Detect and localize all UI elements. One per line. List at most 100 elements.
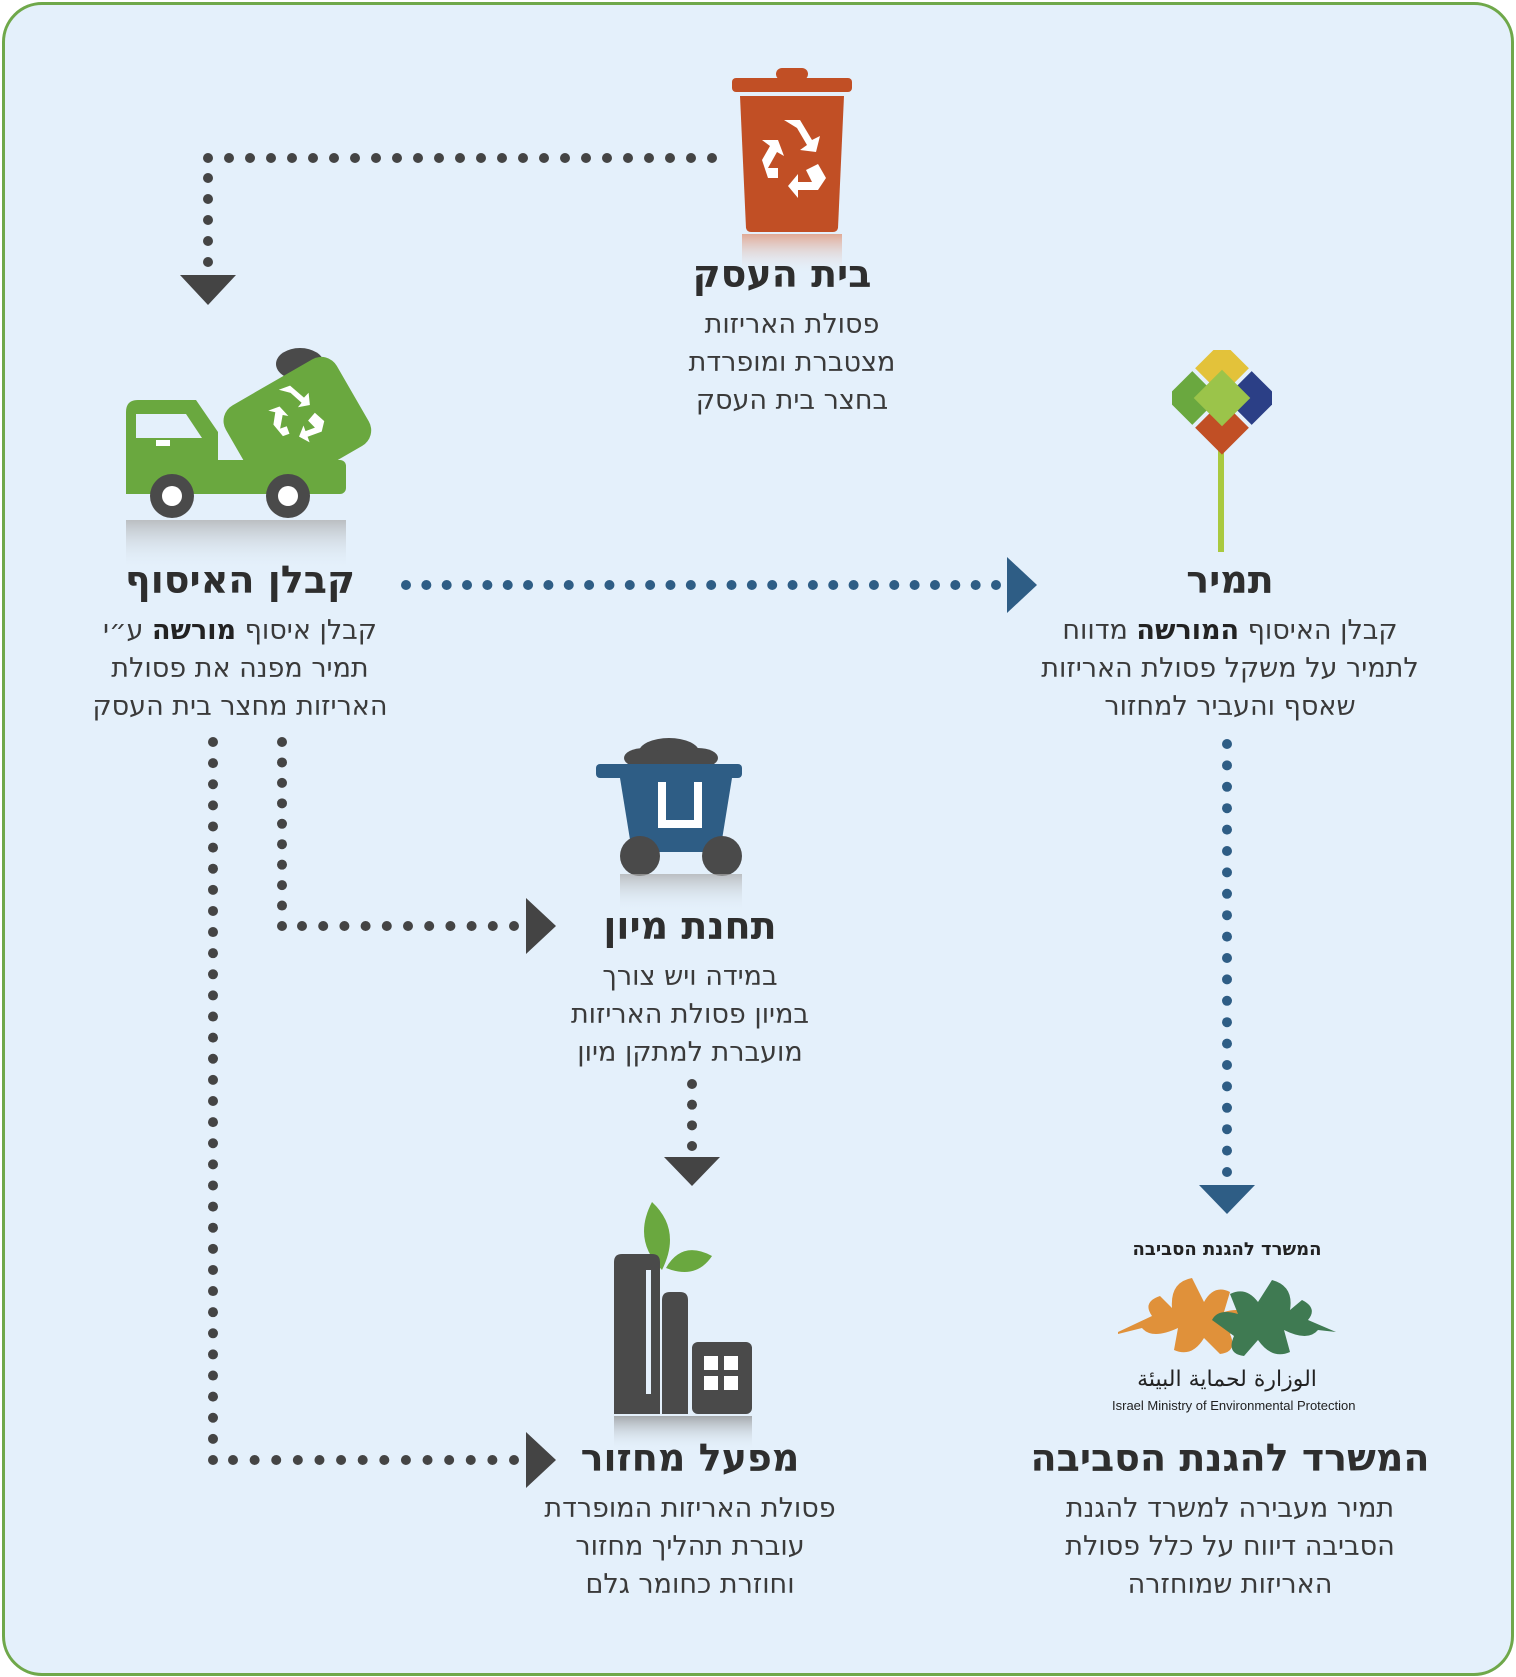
connector-dot <box>422 1455 433 1465</box>
connector-dot <box>1222 1102 1232 1113</box>
connector-dot <box>336 1455 347 1465</box>
connector-dot <box>767 580 778 590</box>
description-line: האריזות מחצר בית העסק <box>92 691 388 722</box>
connector-dot <box>314 1455 325 1465</box>
connector-dot <box>308 153 318 163</box>
connector-dot <box>208 905 218 916</box>
connector-dot <box>1222 888 1232 899</box>
connector-dot <box>208 1117 218 1128</box>
connector-dot <box>208 1286 218 1297</box>
connector-dot <box>444 1455 455 1465</box>
node-description: פסולת האריזות המופרדת עוברת תהליך מחזור … <box>500 1490 880 1604</box>
connector-dot <box>277 757 287 768</box>
description-line: קבלן איסוף מורשה ע״י <box>103 615 377 646</box>
garbage-truck-icon <box>126 348 372 570</box>
node-title: מפעל מחזור <box>580 1436 800 1480</box>
connector-dot <box>357 1455 368 1465</box>
connector-dot <box>203 173 213 183</box>
connector-dot <box>487 1455 498 1465</box>
node-description: קבלן איסוף מורשה ע״י תמיר מפנה את פסולת … <box>60 612 420 726</box>
arrowhead-to-factory-from-sorting <box>664 1157 720 1186</box>
connector-dot <box>687 1079 697 1089</box>
connector-sorting-to-factory <box>687 1079 697 1151</box>
connector-dot <box>1222 953 1232 963</box>
connector-dot <box>224 153 234 163</box>
connector-dot <box>249 1455 260 1465</box>
arrowhead-to-tamir <box>1007 557 1037 613</box>
connector-dot <box>208 1222 218 1233</box>
node-factory: מפעל מחזור פסולת האריזות המופרדת עוברת ת… <box>500 1434 880 1604</box>
node-description: קבלן האיסוף המורשה מדווח לתמיר על משקל פ… <box>1010 612 1450 726</box>
description-line: לתמיר על משקל פסולת האריזות <box>1041 653 1419 684</box>
connector-dot <box>1222 1060 1232 1070</box>
connector-dot <box>848 580 859 590</box>
connector-dot <box>523 580 534 590</box>
description-line: מצטברת ומופרדת <box>688 347 896 378</box>
connector-dot <box>543 580 554 590</box>
connector-dot <box>208 1201 218 1212</box>
description-line: במידה ויש צורך <box>602 961 778 992</box>
connector-dot <box>208 969 218 980</box>
connector-dot <box>208 737 218 747</box>
connector-dot <box>687 1120 697 1131</box>
connector-dot <box>509 921 519 931</box>
connector-dot <box>228 1455 238 1465</box>
connector-dot <box>318 921 329 931</box>
description-line: עוברת תהליך מחזור <box>575 1531 805 1562</box>
connector-dot <box>623 153 633 163</box>
connector-dot <box>208 1455 218 1465</box>
connector-dot <box>245 153 255 163</box>
connector-dot <box>208 1159 218 1170</box>
connector-dot <box>604 580 615 590</box>
connector-dot <box>665 580 676 590</box>
connector-dot <box>277 900 287 911</box>
connector-dot <box>563 580 574 590</box>
connector-dot <box>208 863 218 874</box>
connector-dot <box>1222 1145 1232 1156</box>
connector-dot <box>441 580 452 590</box>
connector-dot <box>277 818 287 829</box>
connector-dot <box>1222 1124 1232 1135</box>
connector-dot <box>392 153 402 163</box>
connector-dot <box>1222 803 1232 814</box>
connector-dot <box>292 1455 303 1465</box>
connector-dot <box>379 1455 390 1465</box>
connector-dot <box>208 1011 218 1022</box>
connector-dot <box>203 236 213 246</box>
connector-dot <box>645 580 656 590</box>
connector-dot <box>665 153 675 163</box>
connector-dot <box>208 1074 218 1085</box>
description-line: שאסף והעביר למחזור <box>1104 691 1356 722</box>
connector-dot <box>297 921 307 931</box>
connector-dot <box>509 1455 519 1465</box>
connector-dot <box>1222 974 1232 985</box>
connector-contractor-to-sorting <box>277 737 519 931</box>
node-business: בית העסק פסולת האריזות מצטברת ומופרדת בח… <box>612 250 972 420</box>
connector-dot <box>339 921 350 931</box>
connector-dot <box>203 257 213 267</box>
connector-dot <box>203 194 213 204</box>
node-description: תמיר מעבירה למשרד להגנת הסביבה דיווח על … <box>1020 1490 1440 1604</box>
node-contractor: קבלן האיסוף קבלן איסוף מורשה ע״י תמיר מפ… <box>60 556 420 726</box>
connector-dot <box>277 921 287 931</box>
connector-dot <box>445 921 456 931</box>
connector-dot <box>687 1141 697 1151</box>
connector-dot <box>350 153 360 163</box>
connector-dot <box>208 1032 218 1043</box>
connector-dot <box>929 580 940 590</box>
description-line: וחוזרת כחומר גלם <box>585 1569 795 1600</box>
connector-dot <box>401 580 411 590</box>
description-line: קבלן האיסוף המורשה מדווח <box>1062 615 1398 646</box>
connector-dot <box>560 153 570 163</box>
connector-dot <box>487 921 498 931</box>
ministry-logo-english-text: Israel Ministry of Environmental Protect… <box>1112 1398 1356 1413</box>
connector-dot <box>687 1099 697 1110</box>
description-line: פסולת האריזות <box>704 309 880 340</box>
node-description: במידה ויש צורך במיון פסולת האריזות מועבר… <box>520 958 860 1072</box>
connector-dot <box>277 839 287 850</box>
connector-dot <box>208 1370 218 1381</box>
connector-dot <box>400 1455 411 1465</box>
connector-dot <box>277 798 287 809</box>
connector-dot <box>287 153 297 163</box>
connector-dot <box>208 842 218 853</box>
